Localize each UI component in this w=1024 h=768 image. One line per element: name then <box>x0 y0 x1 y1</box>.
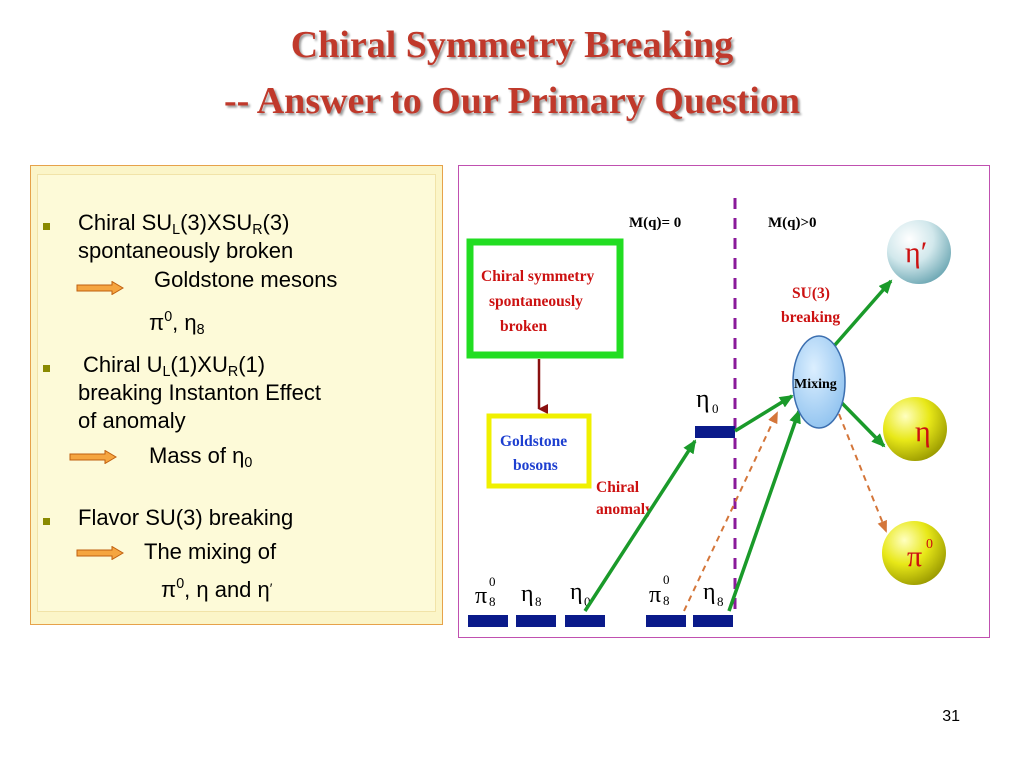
label-eta0-top-sub: 0 <box>712 401 719 416</box>
label-eta8: η <box>521 581 534 607</box>
su3-breaking-line2: breaking <box>781 309 840 326</box>
bullet1-result: Goldstone mesons <box>154 267 338 292</box>
label-pi8: π <box>475 583 487 609</box>
b1-sub-R: R <box>252 222 263 238</box>
mixing-label: Mixing <box>794 377 837 392</box>
mq-positive-label: M(q)>0 <box>768 215 817 231</box>
bullet-marker-2 <box>43 365 50 372</box>
mixing-to-eta-arrow <box>835 396 886 448</box>
bullet2-line1: Chiral UL(1)XUR(1) <box>83 352 265 385</box>
level-bar-eta8 <box>516 615 556 627</box>
bullet2-line2: breaking Instanton Effect <box>78 380 321 405</box>
label-eta0-top: η <box>696 384 710 413</box>
label-pi8-sup: 0 <box>489 574 496 589</box>
implies-arrow-icon <box>69 450 117 464</box>
implies-arrow-icon <box>76 281 124 295</box>
mixing-node <box>792 335 846 429</box>
ball-eta-prime <box>887 220 951 284</box>
ball-pi <box>882 521 946 585</box>
bullet-marker-1 <box>43 223 50 230</box>
chiral-symmetry-line1: Chiral symmetry <box>481 268 594 285</box>
ball-pi-sup: 0 <box>926 537 933 552</box>
anomaly-arrow <box>583 439 697 612</box>
eta0-to-mixing-arrow <box>734 394 794 433</box>
b3-prime: ′ <box>269 580 273 596</box>
b2-mid-text: (1)XU <box>170 352 228 377</box>
bullet3-line1: Flavor SU(3) breaking <box>78 505 294 530</box>
diagram-canvas: M(q)= 0 M(q)>0 Chiral symmetry spontaneo… <box>466 198 951 627</box>
chiral-symmetry-line2: spontaneously <box>489 293 583 310</box>
bullet3-particles: π0, η and η′ <box>161 571 272 603</box>
goldstone-box <box>486 413 592 489</box>
ball-eta-label: η <box>915 415 931 448</box>
b3-pi: π <box>161 577 177 602</box>
label-eta8-right: η <box>703 579 716 605</box>
b2-end-text: (1) <box>238 352 266 377</box>
bullet2-result: Mass of η0 <box>149 443 252 476</box>
b3-rest: , η and η <box>184 577 270 602</box>
label-eta8-sub: 8 <box>535 594 542 609</box>
su3-breaking-line1: SU(3) <box>792 285 830 302</box>
goldstone-line1: Goldstone <box>500 433 567 450</box>
mixing-to-etaprime-arrow <box>832 279 893 348</box>
label-pi8-right-sup: 0 <box>663 572 670 587</box>
b1-end-text: (3) <box>262 210 290 235</box>
label-pi8-right: π <box>649 582 661 608</box>
level-bar-eta0-top <box>695 426 735 438</box>
b2-chiral-text: Chiral U <box>83 352 163 377</box>
mq-zero-label: M(q)= 0 <box>629 215 681 231</box>
ball-pi-label: π <box>907 540 922 573</box>
chiral-symmetry-box <box>466 238 624 359</box>
label-eta0: η <box>570 579 583 605</box>
label-pi8-sub: 8 <box>489 594 496 609</box>
b1-pi: π <box>149 310 165 335</box>
bullet1-line1: Chiral SUL(3)XSUR(3) <box>78 210 289 243</box>
chiral-anomaly-line2: anomaly <box>596 501 653 518</box>
b2-result-sub: 0 <box>244 455 253 471</box>
bullet2-line3: of anomaly <box>78 408 186 433</box>
eta8-to-mixing-arrow <box>727 409 801 612</box>
goldstone-line2: bosons <box>513 457 558 474</box>
chiral-anomaly-line1: Chiral <box>596 479 640 496</box>
b2-sub-R: R <box>227 364 239 380</box>
left-text-box: Chiral SUL(3)XSUR(3) spontaneously broke… <box>30 165 443 625</box>
label-pi8-right-sub: 8 <box>663 593 670 608</box>
ball-eta <box>883 397 947 461</box>
bullet1-particles: π0, η8 <box>149 304 205 343</box>
pi8-dashed-arrow <box>683 411 778 612</box>
b3-pi-sup: 0 <box>176 576 185 592</box>
level-bar-pi8-right <box>646 615 686 627</box>
page-number: 31 <box>942 708 960 725</box>
ball-eta-prime-label: η′ <box>905 236 927 269</box>
slide-title-line2: -- Answer to Our Primary Question <box>224 80 800 122</box>
label-eta0-sub: 0 <box>584 594 591 609</box>
b1-sub-L: L <box>172 222 181 238</box>
b1-eta-sub: 8 <box>196 322 205 338</box>
chiral-symmetry-line3: broken <box>500 318 547 335</box>
bullet1-line2: spontaneously broken <box>78 238 294 263</box>
b1-pi-sup: 0 <box>164 309 173 325</box>
b1-eta: , η <box>172 310 197 335</box>
label-eta8-right-sub: 8 <box>717 594 724 609</box>
b1-chiral-text: Chiral SU <box>78 210 173 235</box>
slide-title-line1: Chiral Symmetry Breaking <box>290 24 734 66</box>
b2-result-text: Mass of η <box>149 443 245 468</box>
level-bar-eta8-right <box>693 615 733 627</box>
level-bar-pi8 <box>468 615 508 627</box>
implies-arrow-icon <box>76 546 124 560</box>
mixing-to-pi-dashed-arrow <box>838 413 887 533</box>
bullet3-result: The mixing of <box>144 539 277 564</box>
level-bar-eta0 <box>565 615 605 627</box>
left-text-box-inner <box>37 174 436 612</box>
b1-mid-text: (3)XSU <box>180 210 253 235</box>
diagram-frame: M(q)= 0 M(q)>0 Chiral symmetry spontaneo… <box>458 165 990 638</box>
bullet-marker-3 <box>43 518 50 525</box>
b2-sub-L: L <box>162 364 171 380</box>
